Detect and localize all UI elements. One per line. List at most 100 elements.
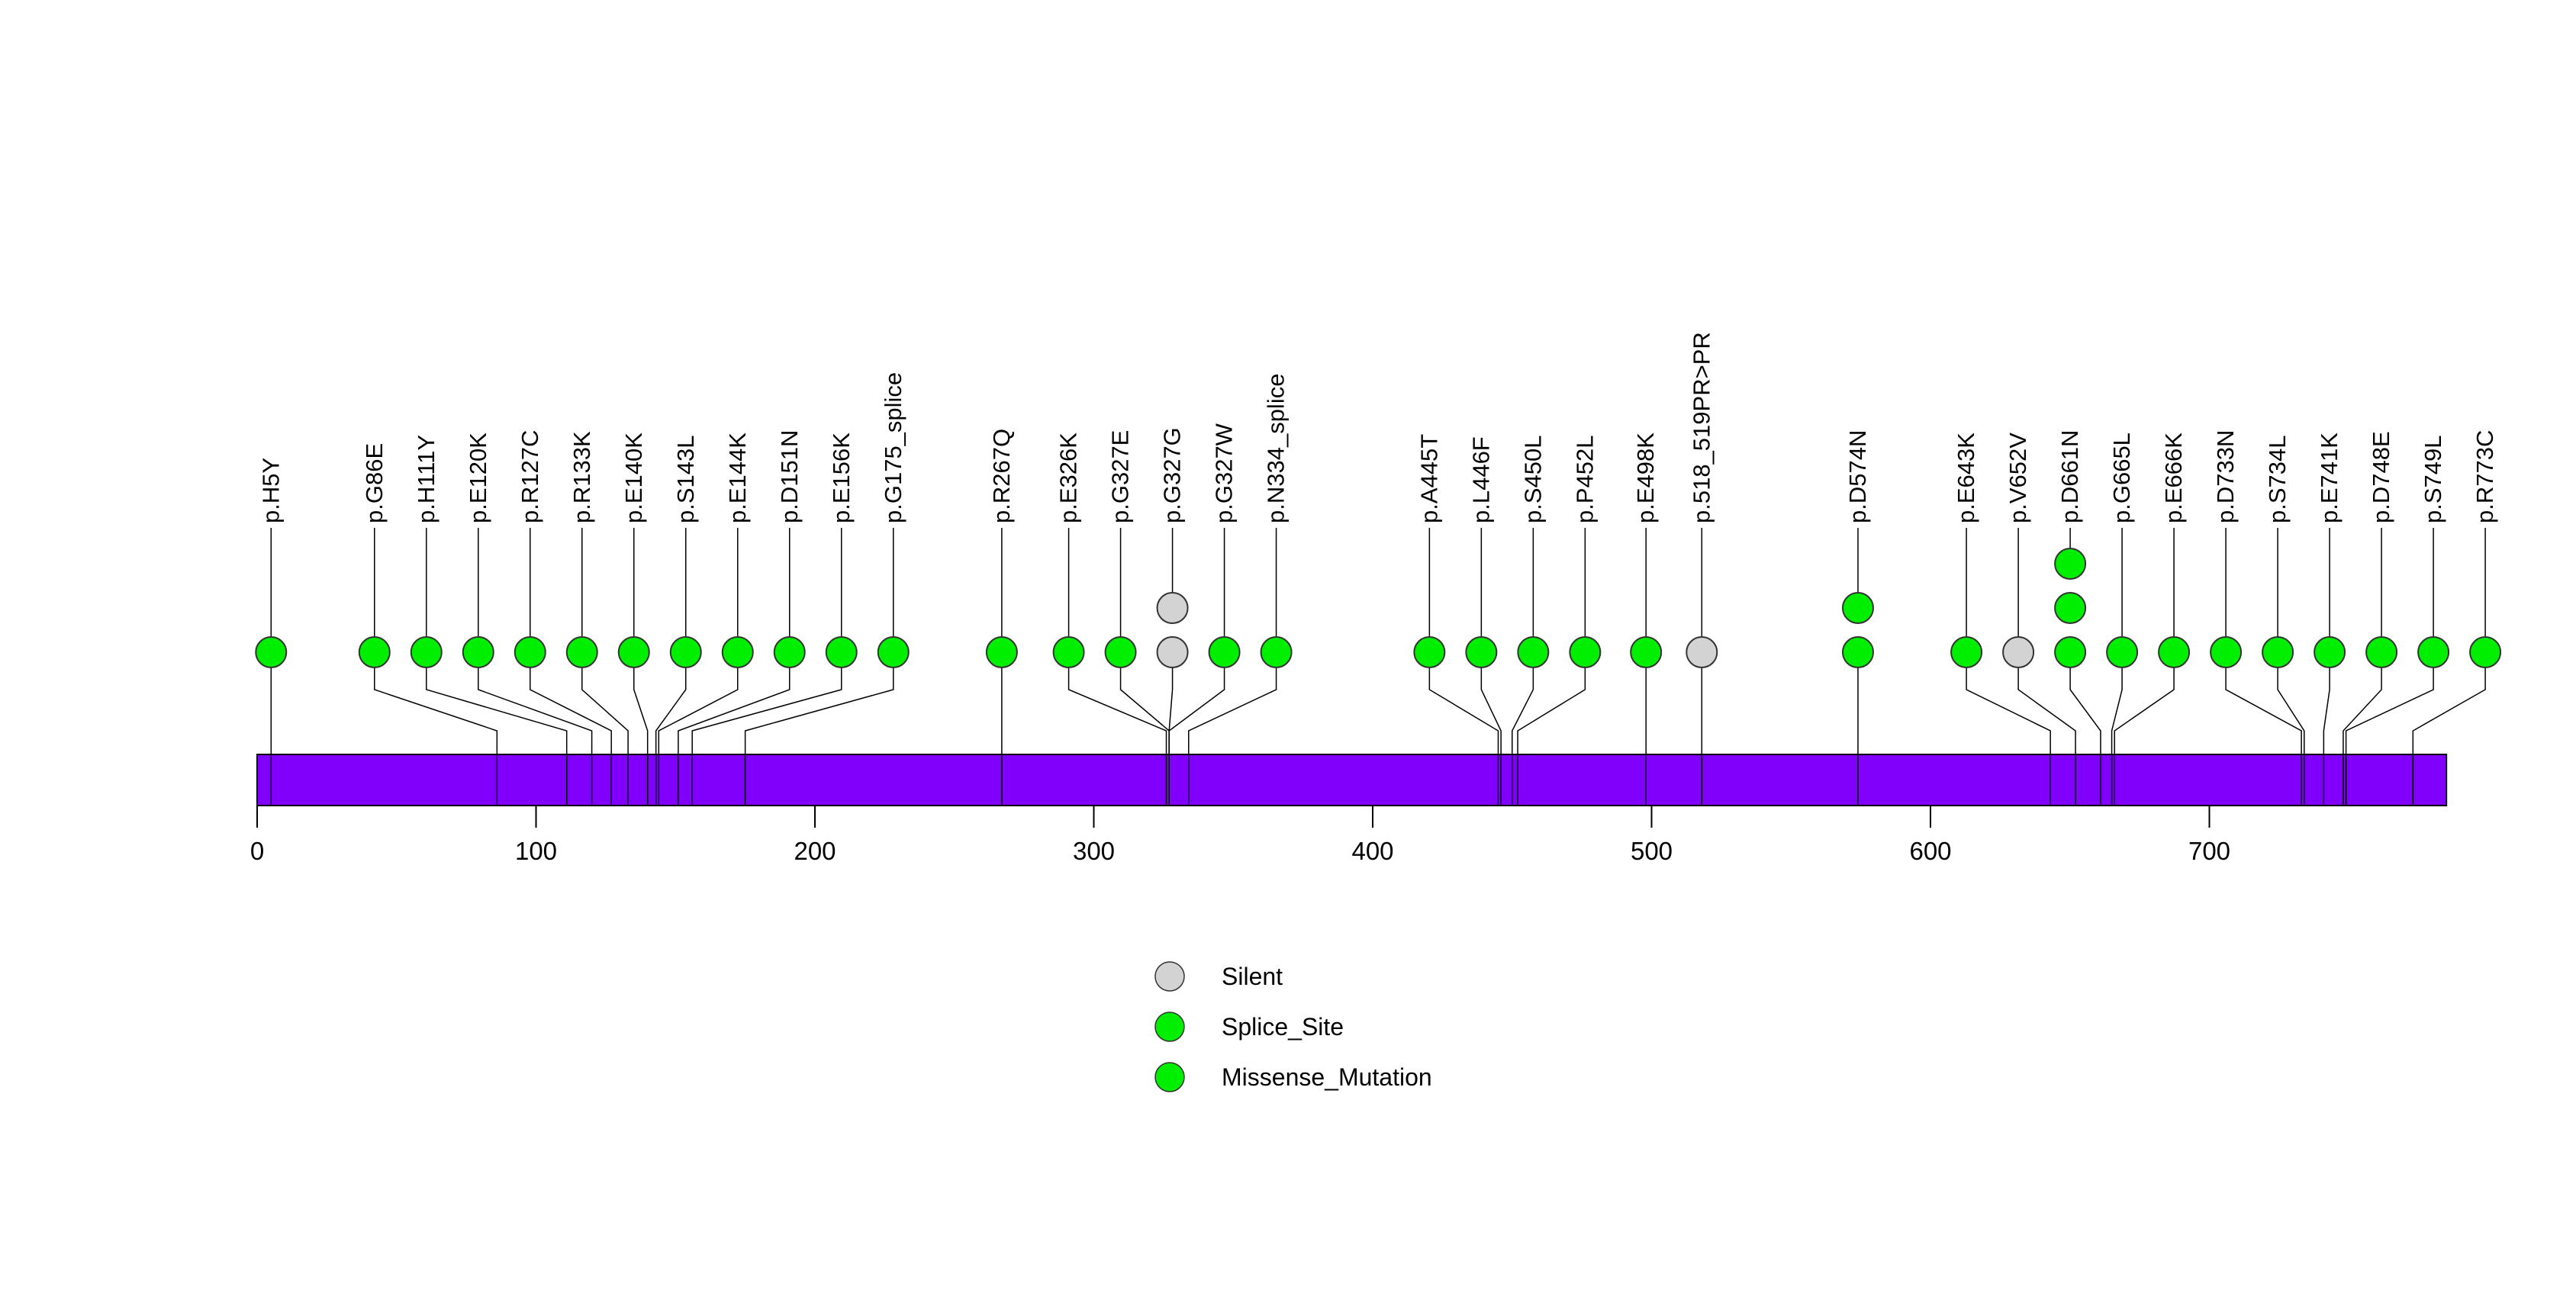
mutation-label: p.S734L [2264,436,2291,524]
mutation-connector [2345,652,2434,806]
mutation-connector [1512,652,1534,806]
mutation-circle [2054,636,2087,668]
mutation-lollipop: p.E140K [617,433,650,806]
mutation-connector [2323,652,2330,806]
mutation-connector [530,652,612,806]
mutation-circle [1260,636,1293,668]
mutation-lollipop: p.A445T [1413,434,1499,806]
mutation-circle [1156,636,1189,668]
mutation-lollipop: p.S734L [2262,436,2305,806]
mutation-circle [2002,636,2035,668]
mutation-connector [581,652,629,806]
mutation-circle [1630,636,1663,668]
mutation-label: p.V652V [2004,433,2031,523]
mutation-circle [462,636,494,668]
mutation-lollipop: p.G86E [358,443,498,806]
mutation-circle [1052,636,1085,668]
mutation-label: p.E120K [465,433,491,523]
mutation-connector [2111,652,2123,806]
mutation-circle [255,636,288,668]
axis-tick-label: 300 [1073,837,1115,865]
mutation-circle [721,636,754,668]
legend-swatch [1154,1062,1185,1092]
mutation-label: p.G327E [1107,430,1134,523]
mutation-label: p.H5Y [257,458,284,523]
mutation-connector [655,652,687,806]
mutation-connector [633,652,649,806]
mutation-circle [825,636,858,668]
mutation-lollipop: p.S143L [655,436,702,806]
mutation-circle [1104,636,1137,668]
mutation-connector [1428,652,1499,806]
mutation-circle [2210,636,2243,668]
mutation-circle [358,636,391,668]
mutation-circle [985,636,1018,668]
mutation-connector [2225,652,2302,806]
mutation-connector [374,652,498,806]
mutation-circle [2365,636,2398,668]
mutation-circle [2054,548,2087,580]
mutation-label: p.E643K [1953,433,1979,523]
mutation-lollipop: p.E643K [1950,433,2051,806]
mutation-label: p.L446F [1467,436,1494,523]
mutation-label: p.D661N [2056,430,2083,523]
mutation-lollipop: p.S450L [1512,436,1550,806]
legend-swatch [1154,1012,1185,1042]
mutation-circle [410,636,443,668]
mutation-circle [2158,636,2191,668]
mutation-connector [1168,652,1225,806]
mutation-lollipop: p.E120K [462,433,593,806]
mutation-circle [565,636,598,668]
mutation-label: p.G327W [1211,423,1238,523]
mutation-lollipop: p.D733N [2210,430,2302,806]
mutation-connector [478,652,593,806]
mutation-label: p.S749L [2420,436,2446,524]
mutation-lollipop: p.518_519PR>PR [1686,332,1718,806]
mutation-connector [2277,652,2305,806]
mutation-lollipop: p.R773C [2412,430,2502,806]
mutation-label: p.G175_splice [880,372,906,523]
mutation-circle [1156,592,1189,624]
mutation-lollipop: p.R127C [514,430,612,806]
mutation-label: p.E498K [1632,433,1659,523]
mutation-connector [678,652,791,806]
mutation-lollipop: p.R267Q [985,429,1018,806]
mutation-label: p.D748E [2368,431,2394,523]
mutation-circle [773,636,806,668]
mutation-circle [1950,636,1983,668]
mutation-label: p.E144K [724,433,751,523]
mutation-circle [1413,636,1446,668]
mutation-lollipop: p.E666K [2114,433,2191,806]
mutation-circle [1841,592,1874,624]
mutation-connector [744,652,894,806]
mutation-circle [1208,636,1241,668]
mutation-label: p.N334_splice [1263,374,1290,523]
mutation-lollipop: p.E498K [1630,433,1663,806]
mutation-label: p.P452L [1571,436,1598,524]
mutation-connector [2412,652,2486,806]
mutation-connector [1188,652,1277,806]
protein-bar [256,754,2448,806]
mutation-label: p.E326K [1055,433,1082,523]
mutation-circle [2417,636,2450,668]
mutation-circle [2469,636,2502,668]
axis-tick-label: 500 [1631,837,1673,865]
mutation-lollipop: p.G327G [1156,427,1189,806]
mutation-label: p.G86E [361,443,388,523]
mutation-connector [1517,652,1586,806]
legend-label: Splice_Site [1222,1013,1344,1041]
mutation-connector [2069,652,2101,806]
mutation-lollipop: p.E144K [658,433,754,806]
mutation-label: p.S143L [672,436,699,524]
mutation-lollipop: p.R133K [565,431,629,806]
axis-tick-label: 600 [1909,837,1951,865]
mutation-label: p.R133K [568,431,595,523]
mutation-lollipop: p.N334_splice [1188,374,1293,806]
axis-tick-label: 100 [515,837,557,865]
mutation-label: p.S450L [1519,436,1546,524]
mutation-circle [2106,636,2139,668]
legend-swatch [1154,961,1185,992]
mutation-lollipop: p.D574N [1841,430,1874,806]
mutation-lollipop: p.H5Y [255,458,288,806]
